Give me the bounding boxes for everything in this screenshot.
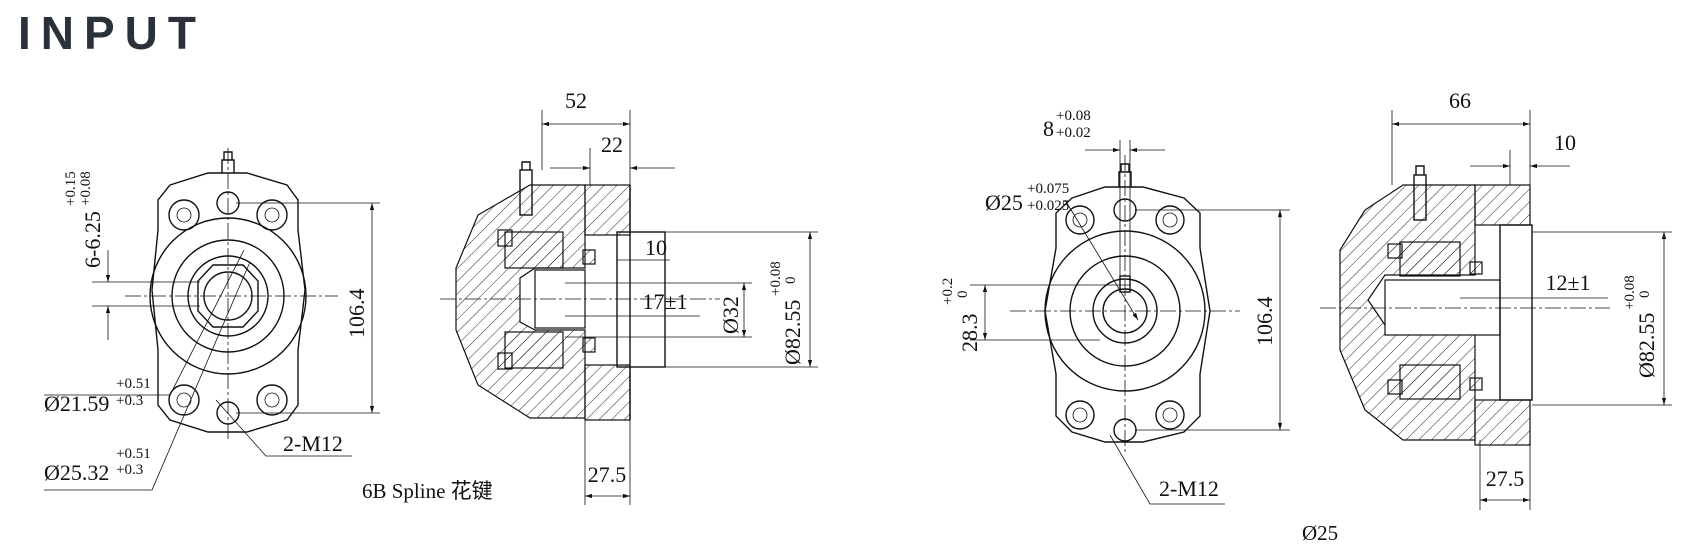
dia-32: Ø32	[718, 296, 743, 334]
dia-82-55-left: Ø82.55	[780, 300, 805, 365]
dim-27-5-right: 27.5	[1486, 466, 1525, 491]
left-front-labels: 6-6.25 +0.15 +0.08 106.4 Ø21.59 +0.51 +0…	[44, 171, 493, 503]
thread-2-m12-right: 2-M12	[1159, 476, 1219, 501]
dia-25-32-upper: +0.51	[116, 446, 151, 462]
dia-82-55-right: Ø82.55	[1634, 313, 1659, 378]
dia-25-lower: +0.025	[1027, 198, 1069, 214]
caption-6b-spline: 6B Spline 花键	[362, 479, 493, 503]
dim-27-5-left: 27.5	[588, 462, 627, 487]
dim-8-upper: +0.08	[1056, 108, 1091, 124]
right-front-labels: 8 +0.08 +0.02 Ø25 +0.075 +0.025 28.3 +0.…	[940, 108, 1338, 545]
dia-82-55-left-upper: +0.08	[768, 261, 784, 296]
thread-2-m12-left: 2-M12	[283, 431, 343, 456]
dim-28-3-lower: 0	[955, 291, 971, 299]
caption-dia-25: Ø25	[1302, 521, 1338, 545]
dim-106-4-right: 106.4	[1252, 297, 1277, 347]
dim-28-3: 28.3	[957, 314, 982, 353]
dim-10-right: 10	[1554, 130, 1576, 155]
dim-10-left: 10	[645, 235, 667, 260]
dim-28-3-upper: +0.2	[940, 278, 956, 305]
right-front-view	[970, 140, 1290, 505]
dim-17: 17±1	[642, 289, 687, 314]
dim-106-4-left: 106.4	[344, 289, 369, 339]
right-section-view	[1320, 110, 1672, 510]
dia-25-upper: +0.075	[1027, 181, 1069, 197]
dia-21-59-lower: +0.3	[116, 393, 143, 409]
dim-6-6-25-lower: +0.08	[78, 171, 94, 206]
dia-82-55-right-upper: +0.08	[1622, 275, 1638, 310]
dia-82-55-left-lower: 0	[783, 277, 799, 285]
dia-21-59-upper: +0.51	[116, 376, 151, 392]
left-front-view	[44, 148, 380, 491]
dim-8-lower: +0.02	[1056, 125, 1091, 141]
dia-25-32: Ø25.32	[44, 460, 109, 485]
dia-82-55-right-lower: 0	[1637, 291, 1653, 299]
dim-6-6-25-upper: +0.15	[63, 171, 79, 206]
dim-6-6-25: 6-6.25	[80, 211, 105, 268]
dia-25-32-lower: +0.3	[116, 462, 143, 478]
dim-22: 22	[601, 132, 623, 157]
right-section-labels: 66 10 12±1 Ø82.55 +0.08 0 27.5	[1449, 88, 1659, 491]
dim-8: 8	[1043, 116, 1054, 141]
page-title: INPUT	[18, 7, 206, 59]
dia-21-59: Ø21.59	[44, 391, 109, 416]
dim-12: 12±1	[1545, 270, 1590, 295]
left-section-labels: 52 22 10 17±1 Ø32 Ø82.55 +0.08 0 27.5	[565, 88, 805, 487]
dim-66: 66	[1449, 88, 1471, 113]
left-section-view	[440, 110, 818, 505]
dim-52: 52	[565, 88, 587, 113]
dia-25-tol: Ø25	[985, 190, 1023, 215]
